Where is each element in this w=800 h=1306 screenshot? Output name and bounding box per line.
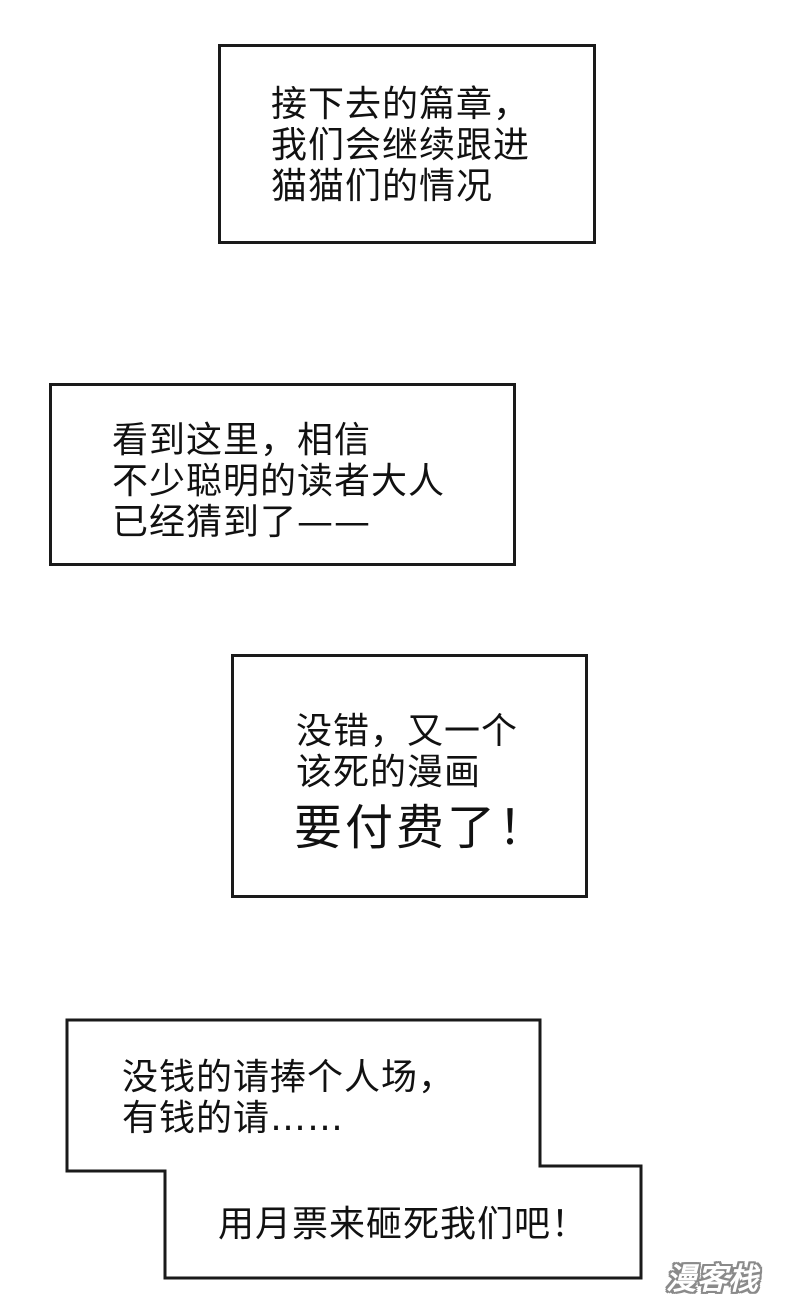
caption-box-4-outline	[65, 1018, 643, 1280]
caption-text-1: 接下去的篇章， 我们会继续跟进 猫猫们的情况	[271, 84, 530, 207]
caption-2-line-1: 看到这里，相信	[112, 420, 372, 461]
caption-3-line-2: 该死的漫画	[296, 752, 482, 793]
caption-box-2	[49, 383, 516, 566]
caption-3-emphasis: 要付费了！	[294, 800, 550, 856]
caption-box-3	[231, 654, 588, 898]
caption-4-second: 用月票来砸死我们吧！	[218, 1204, 589, 1245]
caption-2-line-3: 已经猜到了——	[112, 502, 372, 543]
caption-4-line-1: 没钱的请捧个人场，	[122, 1057, 456, 1098]
watermark-logo: 漫客栈	[666, 1262, 759, 1297]
caption-1-line-3: 猫猫们的情况	[271, 166, 494, 207]
caption-4-line-2: 有钱的请……	[122, 1098, 345, 1139]
caption-1-line-2: 我们会继续跟进	[271, 125, 531, 166]
caption-3-line-1: 没错，又一个	[296, 711, 519, 752]
caption-2-line-2: 不少聪明的读者大人	[112, 461, 446, 502]
caption-box-1	[218, 44, 596, 244]
caption-text-4: 没钱的请捧个人场， 有钱的请……	[122, 1057, 455, 1139]
caption-text-3: 没错，又一个 该死的漫画	[296, 711, 518, 793]
caption-text-2: 看到这里，相信 不少聪明的读者大人 已经猜到了——	[112, 420, 445, 543]
caption-1-line-1: 接下去的篇章，	[271, 84, 531, 125]
